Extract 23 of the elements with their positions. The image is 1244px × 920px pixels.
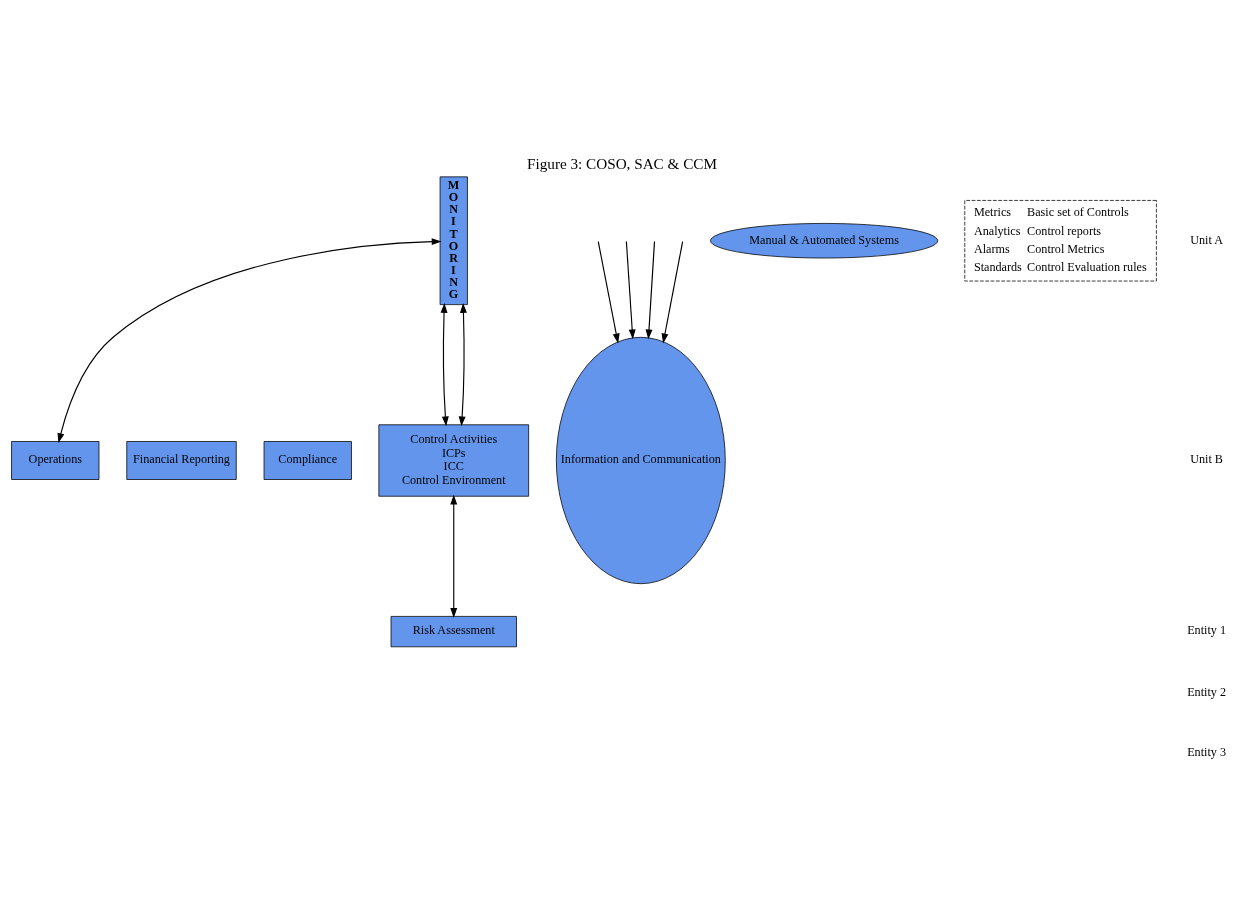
node-box: Compliance: [263, 440, 352, 480]
arrow: [645, 240, 656, 339]
node-ellipse: Information and Communication: [555, 336, 726, 584]
node-box: Operations: [11, 440, 100, 480]
node-box: Risk Assessment: [390, 615, 517, 647]
diagram-title: Figure 3: COSO, SAC & CCM: [527, 154, 717, 172]
arrow: [440, 302, 449, 426]
arrow: [458, 302, 467, 426]
arrow: [625, 240, 636, 339]
label: Unit B: [1190, 451, 1223, 466]
arrow: [57, 237, 442, 443]
arrow: [661, 240, 684, 343]
arrow: [597, 240, 620, 343]
node-ellipse: Manual & Automated Systems: [710, 222, 939, 258]
label: Entity 2: [1187, 684, 1227, 699]
label: Unit A: [1190, 232, 1223, 247]
arrow: [450, 494, 458, 618]
node-box: Control Activities ICPs ICC Control Environment: [378, 423, 530, 497]
node-box: MONITORING: [439, 176, 468, 305]
label: Entity 3: [1187, 744, 1227, 759]
node-box: Metrics Basic set of Controls Analytics Control reports Alarms Control Metrics Standards Control Evaluation rules: [964, 199, 1157, 281]
node-box: Financial Reporting: [126, 440, 237, 480]
label: Entity 1: [1187, 622, 1227, 637]
